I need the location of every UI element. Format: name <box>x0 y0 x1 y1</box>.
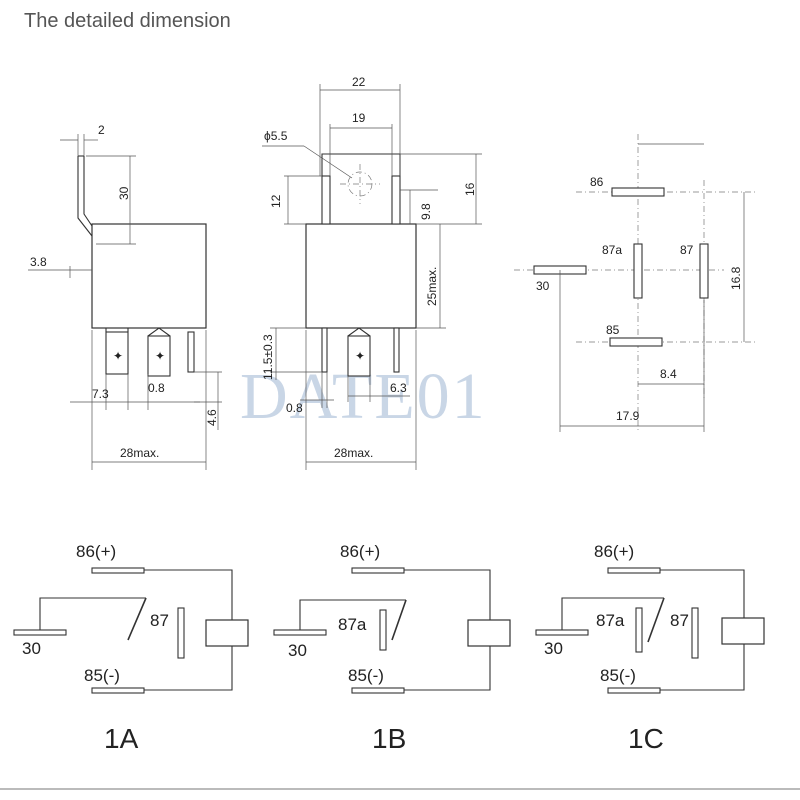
schematic-1b: 86(+) 85(-) 30 87a 1B <box>273 542 511 754</box>
schematic-1c-name: 1C <box>628 723 664 754</box>
footprint-pin-85 <box>609 337 663 347</box>
schematic-1c-label-30: 30 <box>544 639 563 658</box>
front-dim-25max: 25max. <box>425 267 439 306</box>
svg-text:✦: ✦ <box>113 349 123 363</box>
schematic-1a: 86(+) 85(-) 30 87 1A <box>13 542 249 754</box>
side-dim-0-8: 0.8 <box>148 381 165 395</box>
schematic-1b-label-86: 86(+) <box>340 542 380 561</box>
front-dim-hole: ϕ5.5 <box>264 129 288 143</box>
front-dim-16: 16 <box>463 182 477 196</box>
footprint-dim-8-4: 8.4 <box>660 367 677 381</box>
schematic-1c: 86(+) 85(-) 30 87a 87 1C <box>535 542 765 754</box>
side-view: 2 30 3.8 ✦ ✦ 7.3 0.8 4.6 28max. <box>28 123 222 470</box>
footprint-label-86: 86 <box>590 175 604 189</box>
footprint-pin-87 <box>699 243 709 299</box>
schematic-1b-label-87a: 87a <box>338 615 367 634</box>
schematic-1b-coil <box>467 619 511 647</box>
side-dim-30: 30 <box>117 186 131 200</box>
schematic-1a-label-86: 86(+) <box>76 542 116 561</box>
footprint-pin-87a <box>633 243 643 299</box>
side-dim-width: 28max. <box>120 446 159 460</box>
footprint-label-87: 87 <box>680 243 694 257</box>
schematic-1a-label-87: 87 <box>150 611 169 630</box>
footprint-label-87a: 87a <box>602 243 622 257</box>
schematic-1a-label-85: 85(-) <box>84 666 120 685</box>
schematic-1c-label-87a: 87a <box>596 611 625 630</box>
schematic-1b-label-85: 85(-) <box>348 666 384 685</box>
schematic-1c-label-86: 86(+) <box>594 542 634 561</box>
front-view: ϕ5.5 22 19 12 9.8 16 25max. ✦ <box>261 75 482 470</box>
side-dim-2: 2 <box>98 123 105 137</box>
schematic-1b-name: 1B <box>372 723 406 754</box>
front-dim-width: 28max. <box>334 446 373 460</box>
schematic-1c-label-87: 87 <box>670 611 689 630</box>
front-dim-22: 22 <box>352 75 366 89</box>
svg-text:✦: ✦ <box>355 349 365 363</box>
footprint-dim-17-9: 17.9 <box>616 409 640 423</box>
schematic-1b-switch-arm <box>391 599 407 641</box>
footprint-label-30: 30 <box>536 279 550 293</box>
page-title: The detailed dimension <box>24 10 231 32</box>
side-view-top-pin <box>77 156 93 237</box>
side-dim-4-6: 4.6 <box>205 409 219 426</box>
schematic-1a-switch-arm <box>127 597 147 641</box>
schematic-1c-label-85: 85(-) <box>600 666 636 685</box>
footprint-label-85: 85 <box>606 323 620 337</box>
front-dim-11-5: 11.5±0.3 <box>261 334 275 380</box>
schematic-1a-coil <box>205 619 249 647</box>
schematic-1a-name: 1A <box>104 723 139 754</box>
schematic-1c-switch-arm <box>647 597 665 643</box>
pin-footprint: 86 87a 87 30 85 16.8 8.4 17.9 <box>514 134 756 432</box>
front-dim-19: 19 <box>352 111 366 125</box>
front-view-body <box>305 223 417 329</box>
footprint-pin-86 <box>611 187 665 197</box>
side-dim-3-8: 3.8 <box>30 255 47 269</box>
schematic-1a-label-30: 30 <box>22 639 41 658</box>
side-view-body <box>91 223 207 329</box>
footprint-dim-16-8: 16.8 <box>729 266 743 290</box>
schematic-1b-label-30: 30 <box>288 641 307 660</box>
front-dim-9-8: 9.8 <box>419 203 433 220</box>
front-dim-12: 12 <box>269 194 283 208</box>
front-dim-0-8: 0.8 <box>286 401 303 415</box>
front-dim-6-3: 6.3 <box>390 381 407 395</box>
schematic-1c-coil <box>721 617 765 645</box>
svg-text:✦: ✦ <box>155 349 165 363</box>
bottom-divider <box>0 788 800 790</box>
side-dim-7-3: 7.3 <box>92 387 109 401</box>
